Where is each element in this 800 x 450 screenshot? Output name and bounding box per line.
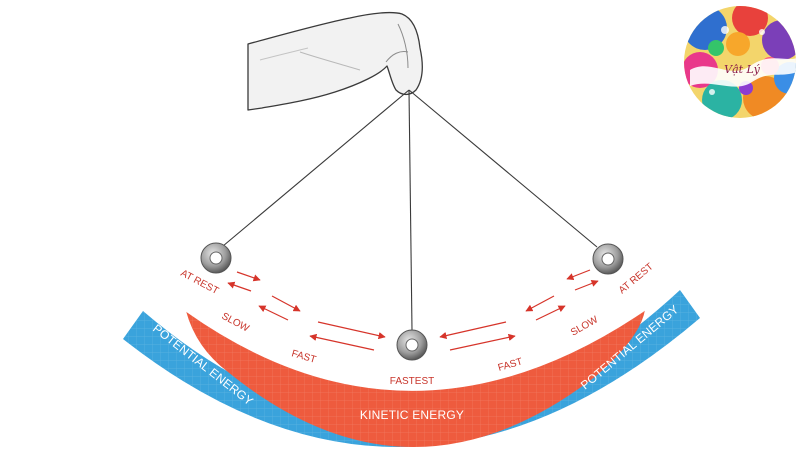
arrow-left-1-back [227,281,252,292]
hand-illustration [247,11,423,111]
arrow-right-2-out [525,295,555,312]
kinetic-energy-label: KINETIC ENERGY [360,408,464,422]
string-left [222,89,410,247]
logo-text: Vật Lý [724,63,761,76]
arrow-left-3-back [309,333,375,351]
arrow-right-3-out [439,321,507,340]
arrow-left-1-out [236,271,261,282]
fastest-label: FASTEST [390,376,434,387]
arrow-left-2-out [271,295,301,312]
inner-white-arc [185,309,646,391]
arrow-left-2-back [258,305,289,321]
pendulum-strings [222,89,598,331]
motion-arrows [227,269,599,351]
vat-ly-logo: Vật Lý [683,5,797,119]
bob-right [592,243,624,275]
string-right [408,89,598,248]
slow-label-right: SLOW [569,314,600,339]
at-rest-label-right: AT REST [617,261,656,296]
string-center [408,89,413,331]
bob-center [396,329,428,361]
fast-label-right: FAST [497,356,524,373]
energy-bands [123,290,700,448]
arrow-left-3-out [317,321,386,340]
fast-label-left: FAST [290,348,317,365]
arrow-right-1-back [574,280,599,291]
potential-energy-band-grid [123,290,700,447]
arrow-right-2-back [535,305,566,321]
bob-left [200,242,232,274]
arrow-right-3-back [449,333,516,351]
arrow-right-1-out [566,269,591,280]
kinetic-energy-band-grid [186,310,645,448]
slow-label-left: SLOW [220,311,252,335]
